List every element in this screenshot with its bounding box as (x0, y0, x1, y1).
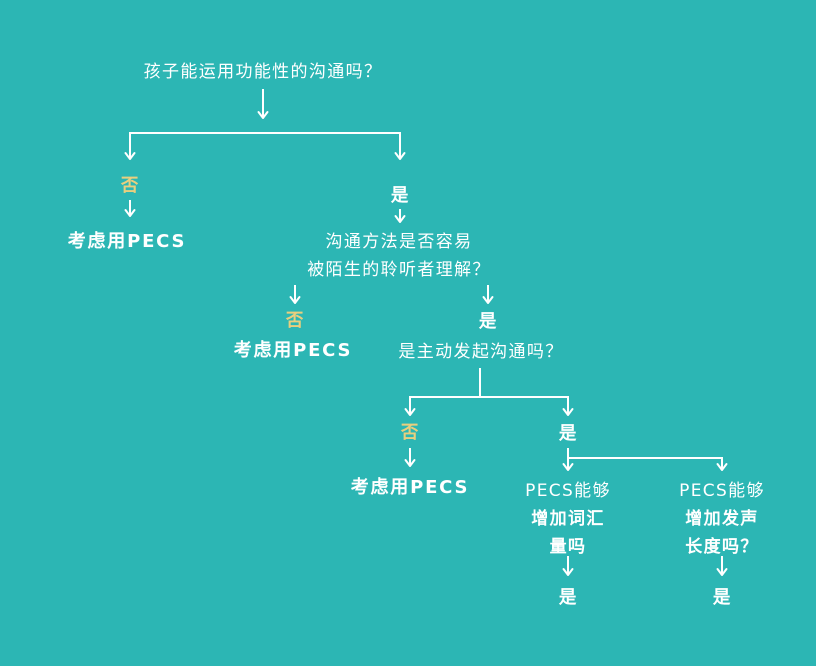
label-yes-1: 是 (390, 186, 410, 206)
outcome-consider-pecs-3: 考虑用PECS (350, 477, 470, 498)
label-yes-3: 是 (558, 424, 578, 444)
label-yes-2: 是 (478, 312, 498, 332)
label-no-1: 否 (120, 176, 140, 196)
question-increase-utterance-length: PECS能够 增加发声 长度吗？ (679, 477, 765, 561)
question-self-initiated: 是主动发起沟通吗？ (398, 342, 564, 362)
question-4b-line-2: 增加发声 (685, 509, 759, 529)
question-4b-line-1: PECS能够 (679, 481, 765, 501)
question-increase-vocabulary: PECS能够 增加词汇 量吗 (525, 477, 611, 561)
question-2-line-1: 沟通方法是否容易 (325, 232, 473, 252)
label-no-2: 否 (285, 311, 305, 331)
label-yes-4a: 是 (558, 588, 578, 608)
question-2-line-2: 被陌生的聆听者理解？ (307, 260, 491, 280)
question-4a-line-2: 增加词汇 (531, 509, 605, 529)
outcome-consider-pecs-1: 考虑用PECS (67, 231, 187, 252)
outcome-consider-pecs-2: 考虑用PECS (233, 340, 353, 361)
question-4a-line-1: PECS能够 (525, 481, 611, 501)
question-functional-communication: 孩子能运用功能性的沟通吗？ (143, 62, 383, 82)
question-4a-line-3: 量吗 (549, 537, 587, 557)
question-4b-line-3: 长度吗？ (685, 537, 759, 557)
question-understood-by-strangers: 沟通方法是否容易 被陌生的聆听者理解？ (307, 228, 491, 284)
label-yes-4b: 是 (712, 588, 732, 608)
label-no-3: 否 (400, 423, 420, 443)
